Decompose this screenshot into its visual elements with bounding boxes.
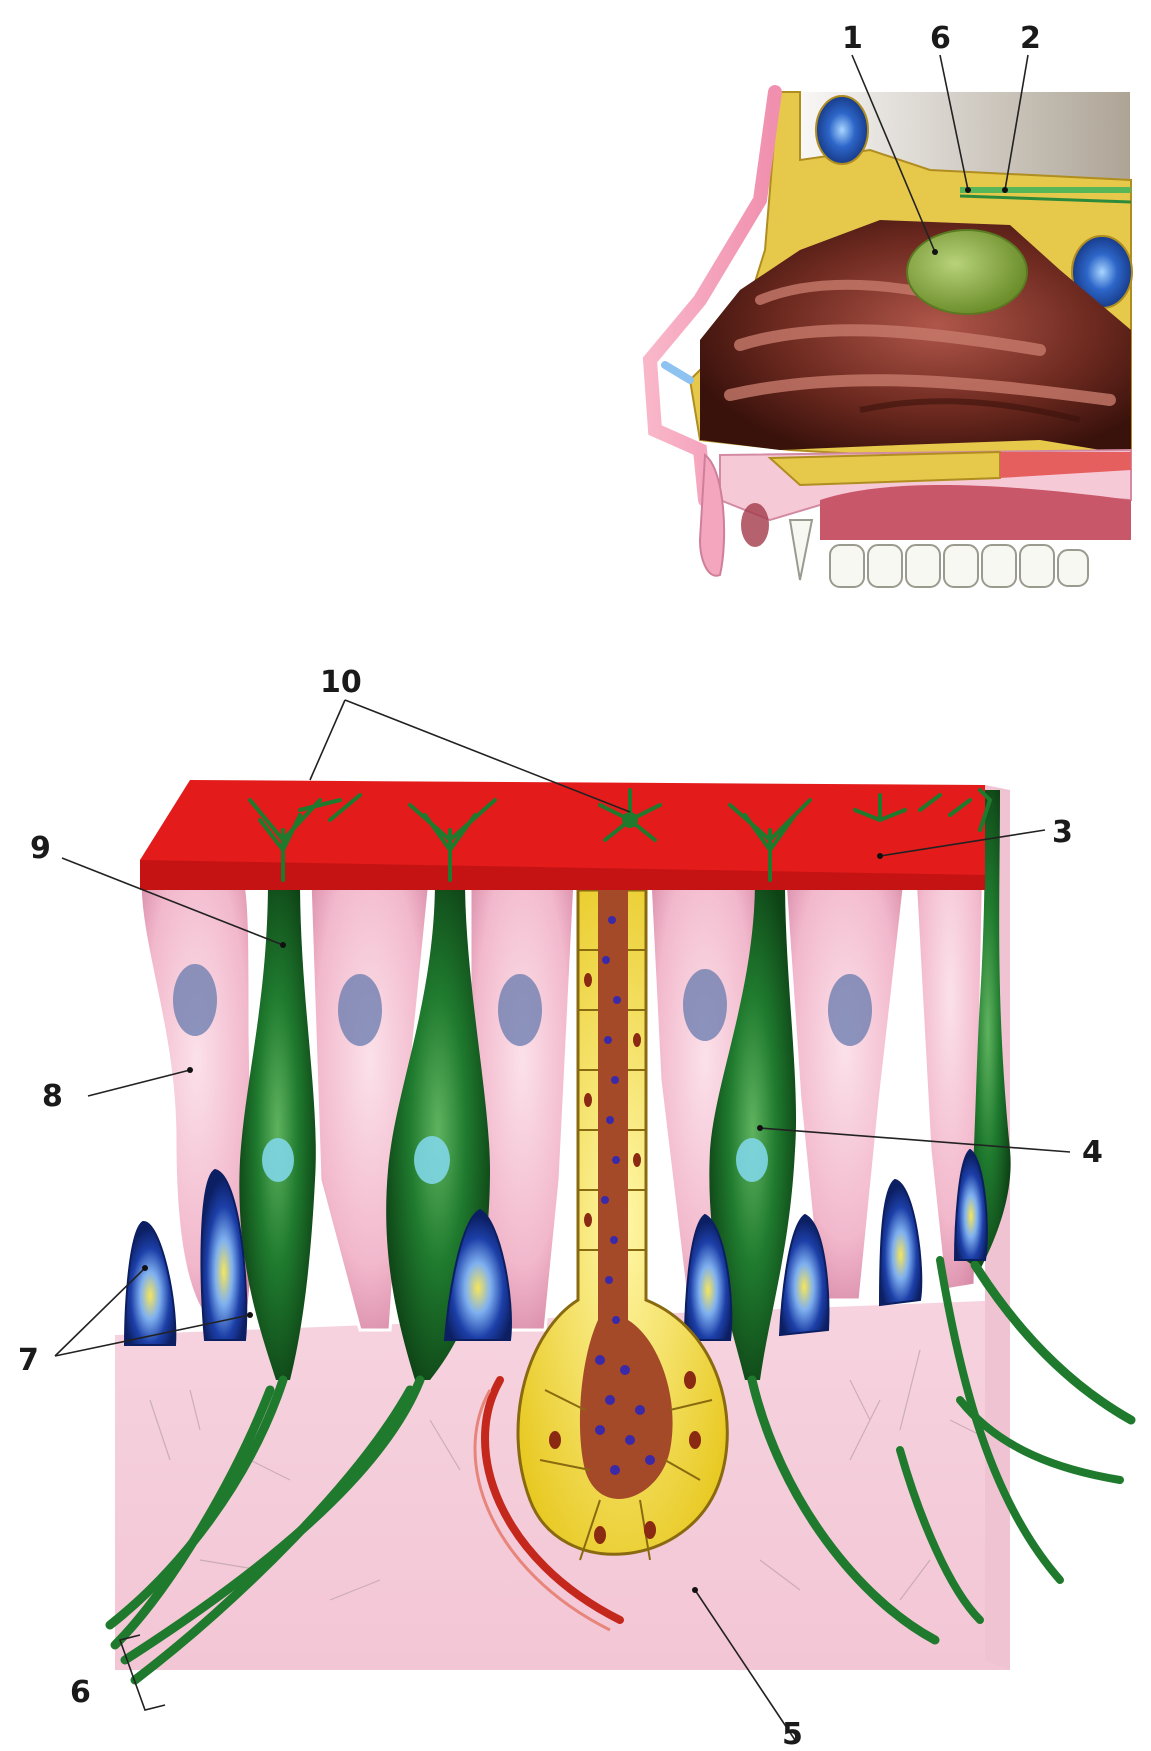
label-2: 2 <box>1020 21 1041 56</box>
label-10: 10 <box>320 665 362 700</box>
label-6-top: 6 <box>930 21 951 56</box>
epithelium-block <box>110 780 1131 1680</box>
mucus-layer <box>140 780 990 890</box>
label-3: 3 <box>1052 815 1073 850</box>
nasal-cavity-section <box>650 92 1132 587</box>
label-8: 8 <box>42 1079 63 1114</box>
label-4: 4 <box>1082 1135 1103 1170</box>
label-9: 9 <box>30 831 51 866</box>
label-1: 1 <box>842 21 863 56</box>
label-6-bottom: 6 <box>70 1675 91 1710</box>
label-7: 7 <box>18 1343 39 1378</box>
label-5: 5 <box>782 1717 803 1751</box>
